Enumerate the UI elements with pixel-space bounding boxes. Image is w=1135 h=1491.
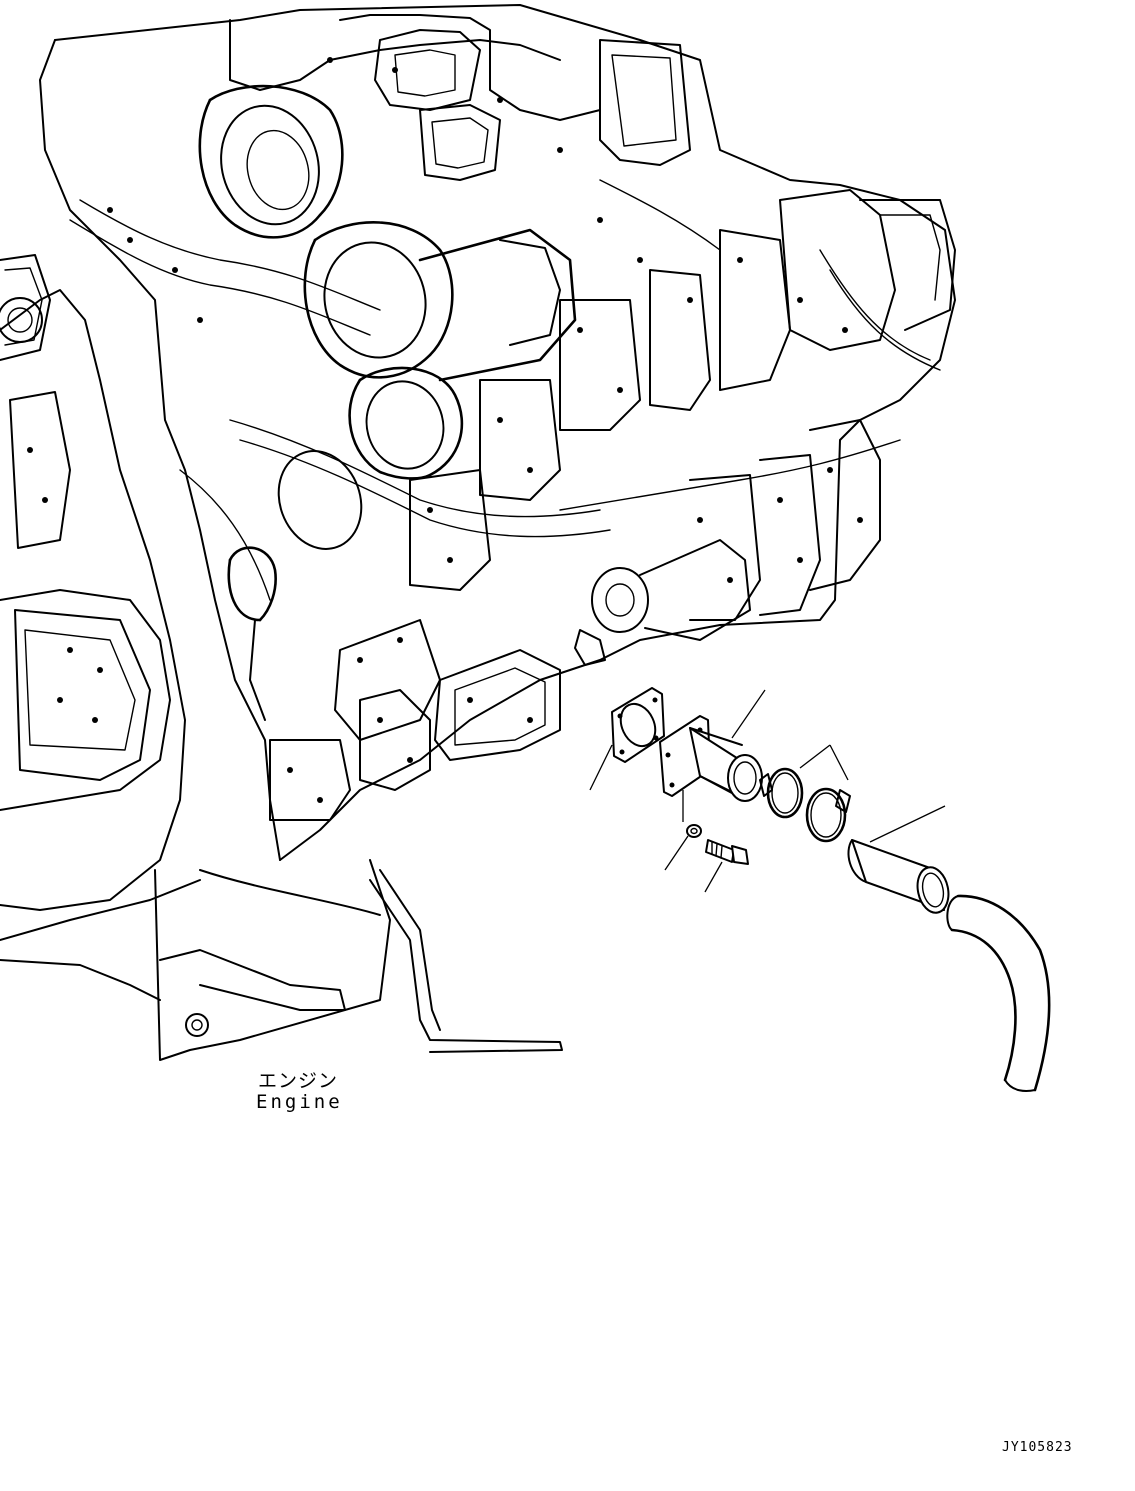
washer-part — [686, 824, 702, 838]
hose-clamp-2 — [805, 787, 851, 843]
gasket-part — [611, 687, 665, 763]
rubber-hose-part — [847, 839, 950, 914]
leader-lines — [589, 689, 946, 893]
hose-clamp-1 — [759, 767, 804, 819]
engine-label-en: Engine — [256, 1091, 343, 1113]
engine-label-jp: エンジン — [258, 1070, 339, 1092]
engine-assembly — [0, 4, 956, 1061]
intake-pipe-part — [946, 894, 1051, 1092]
bolt-part — [705, 839, 749, 865]
tube-with-flange-part — [659, 715, 763, 802]
figure-id: JY105823 — [1002, 1440, 1073, 1455]
